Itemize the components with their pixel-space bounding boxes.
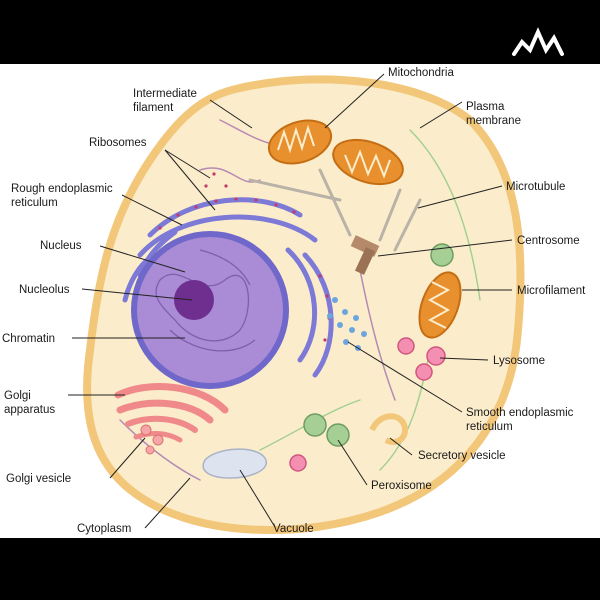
- label-rough-er: Rough endoplasmic: [11, 183, 113, 195]
- label-chromatin: Chromatin: [2, 333, 55, 345]
- lysosomes: [289, 337, 446, 472]
- label-golgi: Golgi: [4, 390, 31, 402]
- label-golgi-vesicle: Golgi vesicle: [6, 473, 71, 485]
- label-microtubule: Microtubule: [506, 181, 565, 193]
- label-cytoplasm: Cytoplasm: [77, 523, 131, 535]
- label-nucleus: Nucleus: [40, 240, 82, 252]
- label-smooth-er-2: reticulum: [466, 421, 513, 433]
- secretory-vesicle: [369, 413, 409, 445]
- podcast-logo-icon: [512, 27, 564, 56]
- nucleus: [131, 231, 289, 389]
- label-plasma-membrane: Plasma: [466, 101, 505, 113]
- nucleolus: [174, 280, 214, 320]
- vacuole: [202, 448, 268, 479]
- label-centrosome: Centrosome: [517, 235, 580, 247]
- label-peroxisome: Peroxisome: [371, 480, 432, 492]
- label-smooth-er: Smooth endoplasmic: [466, 407, 574, 419]
- label-secretory-vesicle: Secretory vesicle: [418, 450, 506, 462]
- centrosome: [350, 235, 380, 275]
- label-nucleolus: Nucleolus: [19, 284, 70, 296]
- label-intermediate-filament: Intermediate: [133, 88, 197, 100]
- label-microfilament: Microfilament: [517, 285, 586, 297]
- label-mitochondria: Mitochondria: [388, 67, 454, 79]
- label-golgi-2: apparatus: [4, 404, 55, 416]
- label-vacuole: Vacuole: [273, 523, 314, 535]
- golgi-apparatus: [114, 383, 229, 443]
- mitochondria: [267, 119, 462, 339]
- label-lysosome: Lysosome: [493, 355, 545, 367]
- label-plasma-membrane-2: membrane: [466, 115, 521, 127]
- leader-lines: [68, 73, 513, 529]
- label-intermediate-filament-2: filament: [133, 102, 174, 114]
- labels: Intermediate filament Ribosomes Rough en…: [2, 67, 586, 535]
- label-rough-er-2: reticulum: [11, 197, 58, 209]
- golgi-vesicles: [140, 424, 164, 455]
- label-ribosomes: Ribosomes: [89, 137, 147, 149]
